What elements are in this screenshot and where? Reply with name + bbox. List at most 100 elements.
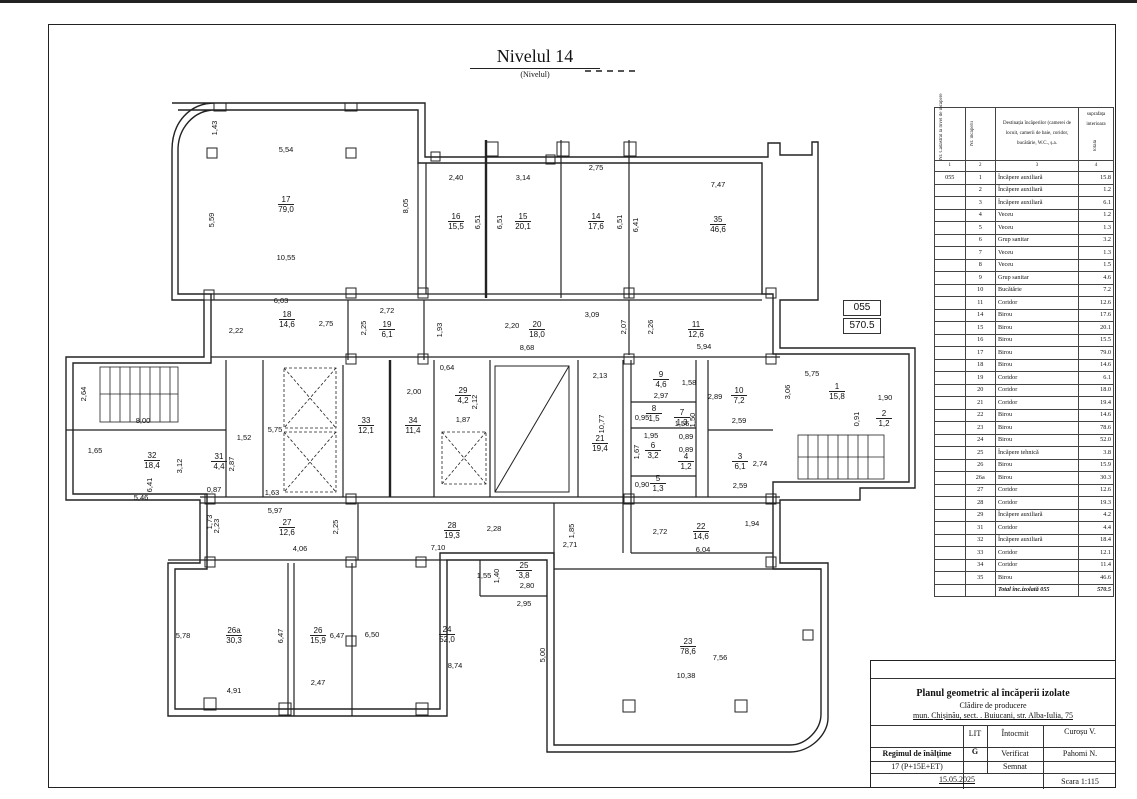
area-cell: 4.4 [1078, 521, 1114, 535]
stamp-scale: Scara 1:115 [1061, 777, 1099, 786]
area-cell: 18.4 [1078, 533, 1114, 547]
area-cell: 52.0 [1078, 433, 1114, 447]
area-cell: 3.8 [1078, 446, 1114, 460]
dimension-label: 7,47 [710, 180, 726, 189]
area-cell: 17.6 [1078, 308, 1114, 322]
room-number: 14 [588, 212, 604, 222]
stamp-verificat-label: Verificat [1001, 749, 1029, 758]
dimension-label: 1,52 [236, 433, 252, 442]
dimension-label: 8,00 [135, 416, 151, 425]
stamp-date: 15.05.2025 [939, 775, 975, 784]
cadastral-cell [934, 483, 966, 497]
room-area: 3,2 [647, 451, 659, 460]
area-cell: 14.6 [1078, 358, 1114, 372]
dimension-label: 0,64 [439, 363, 455, 372]
dimension-label: 7,10 [430, 543, 446, 552]
index-cell: 2 [964, 160, 996, 172]
cadastral-cell [934, 458, 966, 472]
area-cell: 19.4 [1078, 396, 1114, 410]
column-header-room-no: Nr. încăperii [969, 121, 975, 147]
room-number: 29 [455, 386, 471, 396]
room-number: 6 [645, 441, 661, 451]
stamp-verificat-name: Pahomi N. [1062, 749, 1098, 758]
cadastral-cell [934, 321, 966, 335]
destination-cell: Birou [995, 433, 1079, 447]
area-cell: 6.1 [1078, 196, 1114, 210]
destination-cell: Birou [995, 321, 1079, 335]
room-area: 78,6 [680, 647, 696, 656]
room-number: 9 [653, 370, 669, 380]
destination-cell: Veceu [995, 221, 1079, 235]
dimension-label: 8,05 [401, 198, 410, 214]
area-cell: 4.2 [1078, 508, 1114, 522]
cadastral-cell [934, 533, 966, 547]
room-number-cell: 16 [964, 333, 996, 347]
room-area: 6,1 [734, 462, 746, 471]
dimension-label: 1,56 [674, 419, 690, 428]
dimension-label: 2,59 [731, 416, 747, 425]
cadastral-cell [934, 421, 966, 435]
destination-cell: Coridor [995, 546, 1079, 560]
dimension-label: 2,89 [707, 392, 723, 401]
room-area: 4,2 [457, 396, 469, 405]
dimension-label: 4,06 [292, 544, 308, 553]
room-number-cell: 18 [964, 358, 996, 372]
dimension-label: 3,14 [515, 173, 531, 182]
dimension-label: 2,07 [619, 319, 628, 335]
dimension-label: 2,59 [732, 481, 748, 490]
room-number: 19 [379, 320, 395, 330]
cadastral-cell [934, 508, 966, 522]
destination-cell: Coridor [995, 396, 1079, 410]
drawing-frame [48, 24, 1116, 788]
destination-cell: Coridor [995, 496, 1079, 510]
room-number-cell: 1 [964, 171, 996, 185]
room-number: 27 [279, 518, 295, 528]
room-area: 18,0 [529, 330, 545, 339]
room-number: 7 [674, 408, 690, 418]
room-number-cell: 3 [964, 196, 996, 210]
room-number-cell: 4 [964, 208, 996, 222]
area-cell: 1.5 [1078, 258, 1114, 272]
room-number: 22 [693, 522, 709, 532]
dimension-label: 7,56 [712, 653, 728, 662]
room-area: 12,6 [688, 330, 704, 339]
dimension-label: 6,51 [495, 214, 504, 230]
area-cell: 15.9 [1078, 458, 1114, 472]
area-cell: 12.6 [1078, 296, 1114, 310]
dimension-label: 5,75 [804, 369, 820, 378]
dimension-label: 5,94 [696, 342, 712, 351]
dimension-label: 6,50 [364, 630, 380, 639]
destination-cell: Birou [995, 458, 1079, 472]
room-number-cell: 11 [964, 296, 996, 310]
destination-cell: Bucătărie [995, 283, 1079, 297]
dimension-label: 2,00 [406, 387, 422, 396]
dimension-label: 0,95 [634, 413, 650, 422]
room-number-cell: 2 [964, 183, 996, 197]
dimension-label: 1,95 [643, 431, 659, 440]
dimension-label: 5,59 [207, 212, 216, 228]
cadastral-cell [934, 571, 966, 585]
destination-cell: Încăpere auxiliară [995, 183, 1079, 197]
room-area: 79,0 [278, 205, 294, 214]
